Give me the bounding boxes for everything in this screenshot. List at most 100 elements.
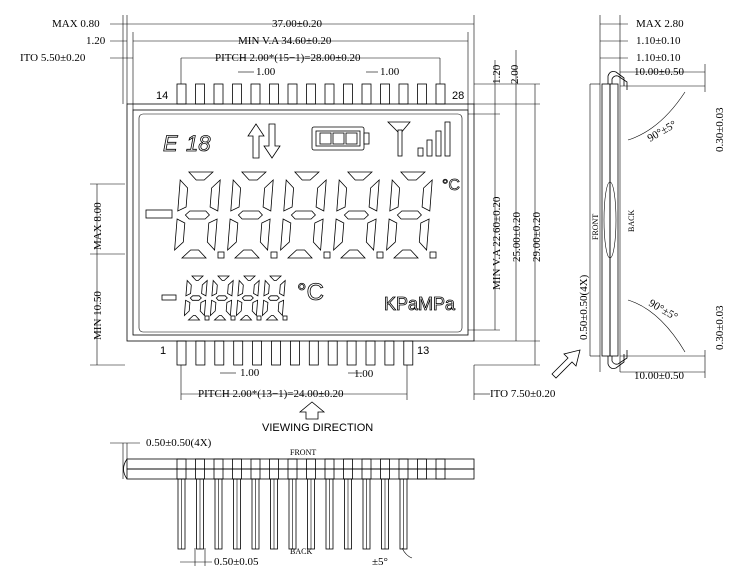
sub-decimal-point — [282, 315, 288, 321]
dim-pitch-top: PITCH 2.00*(15−1)=28.00±0.20 — [215, 52, 361, 64]
main-decimal-point — [429, 251, 437, 259]
sub-digit — [183, 275, 208, 321]
side-highlight-ellipse — [603, 181, 617, 259]
main-celsius: °C — [442, 177, 460, 194]
top-pins — [176, 83, 446, 105]
bottom-pin — [346, 340, 357, 366]
bottom-pin — [195, 340, 206, 366]
dim-pin-width-bottom-right: 1.00 — [354, 368, 374, 380]
bottom-pin — [214, 340, 225, 366]
bottom-pin — [176, 340, 187, 366]
side-dim-pin-len-top: 10.00±0.50 — [634, 66, 685, 78]
sub-digit — [209, 275, 234, 321]
left-dimensions: MAX 8.00 MIN 10.50 — [90, 183, 125, 366]
top-pin — [343, 83, 353, 105]
dim-va-height: MIN V.A 22.60±0.20 — [491, 196, 503, 290]
top-dimensions: MAX 0.80 1.20 ITO 5.50±0.20 37.00±0.20 M… — [20, 15, 475, 110]
top-pin — [232, 83, 242, 105]
dim-va-width: MIN V.A 34.60±0.20 — [238, 35, 332, 47]
dim-ito-bottom: ITO 7.50±0.20 — [490, 388, 556, 400]
dim-max-800: MAX 8.00 — [92, 202, 104, 250]
bottom-dimensions: 1.00 1.00 PITCH 2.00*(13−1)=24.00±0.20 I… — [180, 365, 556, 434]
side-dim-bend-top: 0.30±0.03 — [714, 107, 726, 152]
side-dim-angle-top: 90°±5° — [646, 119, 679, 145]
bottom-view-pin-thick: 0.50±0.50(4X) — [146, 437, 212, 449]
side-dim-glass2: 1.10±0.10 — [636, 52, 681, 64]
dim-pin-width-bottom-left: 1.00 — [240, 367, 260, 379]
main-digit — [227, 171, 274, 259]
bottom-pin — [233, 340, 244, 366]
error-symbol: E — [163, 131, 178, 156]
main-decimal-point — [270, 251, 278, 259]
bottom-pin — [289, 340, 300, 366]
sub-celsius: °C — [297, 279, 324, 306]
dim-min-1050: MIN 10.50 — [92, 291, 104, 340]
bottom-view-angle: ±5° — [372, 556, 388, 568]
top-pin — [324, 83, 335, 105]
pressure-units: KPaMPa — [384, 294, 456, 314]
bottom-pin — [384, 340, 395, 366]
side-dim-max-280: MAX 2.80 — [636, 18, 684, 30]
top-pin — [176, 83, 187, 105]
main-decimal-point — [376, 251, 384, 259]
side-back-label: BACK — [627, 210, 636, 232]
bottom-view-pin-head — [435, 458, 446, 480]
bottom-view-pin-width: 0.50±0.05 — [214, 556, 259, 568]
pin-label-1: 1 — [160, 345, 166, 357]
battery-icon — [311, 126, 370, 151]
dim-200-right: 2.00 — [509, 64, 521, 84]
dim-120-right: 1.20 — [491, 64, 503, 84]
top-pin — [250, 83, 261, 105]
top-pin — [269, 83, 279, 105]
right-dimensions: 1.20 2.00 MIN V.A 22.60±0.20 25.00±0.20 … — [468, 50, 543, 366]
dim-pin-width-top-left: 1.00 — [256, 66, 276, 78]
outer-glass — [126, 103, 475, 342]
bottom-view-front-label: FRONT — [290, 448, 316, 457]
main-digits — [174, 171, 437, 259]
side-dim-glass1: 1.10±0.10 — [636, 35, 681, 47]
bottom-pin — [252, 340, 263, 366]
side-dim-angle-bottom: 90°±5° — [647, 297, 680, 323]
top-pin — [306, 83, 316, 105]
dim-pitch-bottom: PITCH 2.00*(13−1)=24.00±0.20 — [198, 388, 344, 400]
pin-label-14: 14 — [156, 90, 168, 102]
side-dim-bend-bottom: 0.30±0.03 — [714, 305, 726, 350]
top-pin — [361, 83, 372, 105]
bottom-pin — [308, 340, 319, 366]
top-pin — [195, 83, 205, 105]
main-digit — [386, 171, 433, 259]
signal-icon — [387, 121, 451, 157]
bottom-pin — [403, 340, 414, 366]
dim-pin-width-top-right: 1.00 — [380, 66, 400, 78]
dim-glass-height: 25.00±0.20 — [511, 211, 523, 262]
side-front-label: FRONT — [591, 214, 600, 240]
bottom-pin — [271, 340, 281, 366]
side-viewing-arrow-icon — [551, 349, 581, 379]
bottom-view: 0.50±0.50(4X) FRONT BACK 0.50±0.05 ±5° — [110, 437, 475, 568]
error-digits: 18 — [186, 131, 211, 156]
sub-decimal-point — [230, 315, 236, 321]
sub-digit — [235, 275, 260, 321]
bottom-pin — [365, 340, 376, 366]
bottom-view-pins — [176, 458, 446, 550]
top-pin — [380, 83, 390, 105]
pin-label-28: 28 — [452, 90, 464, 102]
side-dim-pin-thick: 0.50±0.50(4X) — [578, 274, 590, 340]
dim-120-left: 1.20 — [86, 35, 106, 47]
top-pin — [398, 83, 409, 105]
top-pin — [417, 83, 427, 105]
top-pin — [213, 83, 224, 105]
main-digit — [280, 171, 327, 259]
bottom-pins — [176, 340, 414, 366]
main-decimal-point — [217, 251, 225, 259]
dim-max-080: MAX 0.80 — [52, 18, 100, 30]
main-digit — [333, 171, 380, 259]
bottom-view-pin-head — [417, 458, 427, 480]
top-pin — [287, 83, 298, 105]
front-view: 14 28 1 13 E 18 — [126, 83, 475, 366]
sub-decimal-point — [256, 315, 262, 321]
sub-digits — [183, 275, 288, 321]
bottom-glass-front — [126, 458, 475, 470]
top-pin — [435, 83, 446, 105]
